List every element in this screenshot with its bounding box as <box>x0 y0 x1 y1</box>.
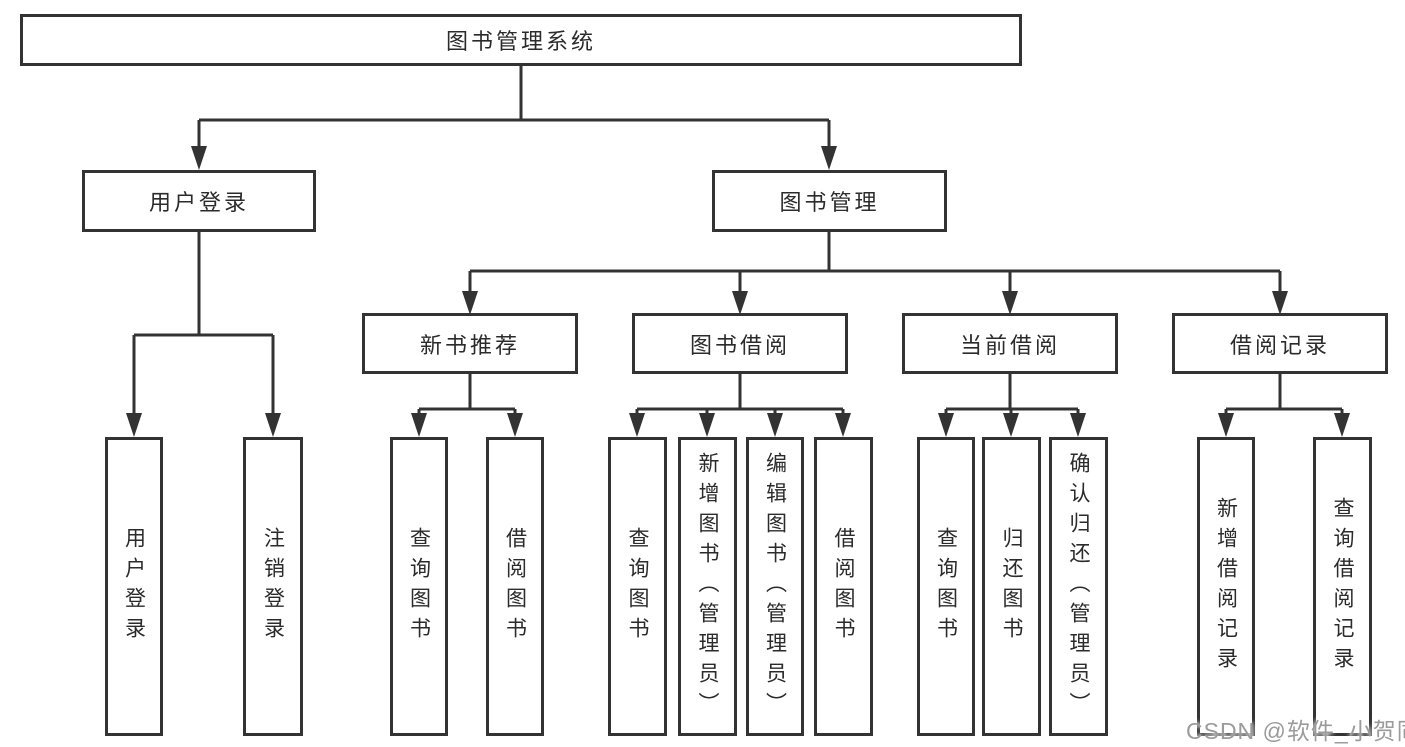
connector-book-management-arrows <box>462 291 1288 315</box>
leaf-label: 借阅图书 <box>503 526 527 647</box>
leaf-label: 确认归还（管理员） <box>1067 451 1090 722</box>
connector-root-to-level2 <box>197 66 831 148</box>
connector-borrowing-records-arrows <box>1218 413 1350 437</box>
leaf-query-borrow-record: 查询借阅记录 <box>1313 437 1372 736</box>
connector-new-book-recommendation-branch <box>417 374 517 415</box>
leaf-query-books-borrowing: 查询图书 <box>608 437 667 736</box>
leaf-label: 用户登录 <box>122 526 146 647</box>
leaf-query-books-current: 查询图书 <box>917 437 975 736</box>
leaf-logout: 注销登录 <box>243 437 303 736</box>
connector-borrowing-records-branch <box>1224 374 1344 415</box>
leaf-label: 注销登录 <box>261 526 285 647</box>
connector-current-borrowing-arrows <box>938 413 1086 437</box>
connector-root-to-level2-arrows <box>191 146 837 170</box>
node-book-management: 图书管理 <box>712 170 947 232</box>
leaf-return-books: 归还图书 <box>982 437 1041 736</box>
node-user-login: 用户登录 <box>82 170 316 232</box>
node-book-borrowing: 图书借阅 <box>632 313 848 374</box>
connector-book-borrowing-branch <box>635 374 845 415</box>
csdn-watermark: CSDN @软件_小贺同学 <box>1186 718 1405 744</box>
leaf-label: 查询图书 <box>407 526 431 647</box>
connector-current-borrowing-branch <box>944 374 1080 415</box>
leaf-label: 新增图书（管理员） <box>696 451 719 722</box>
leaf-label: 查询借阅记录 <box>1331 496 1354 677</box>
connector-user-login-branch <box>132 232 275 415</box>
connector-book-management-branch <box>468 232 1282 293</box>
leaf-query-books-recommend: 查询图书 <box>390 437 448 736</box>
leaf-label: 编辑图书（管理员） <box>763 451 787 722</box>
leaf-borrow-books: 借阅图书 <box>814 437 873 736</box>
leaf-label: 借阅图书 <box>832 526 855 647</box>
node-current-borrowing: 当前借阅 <box>902 313 1118 374</box>
leaf-edit-books-admin: 编辑图书（管理员） <box>746 437 804 736</box>
leaf-label: 归还图书 <box>1000 526 1023 647</box>
leaf-confirm-return-admin: 确认归还（管理员） <box>1049 437 1108 736</box>
leaf-label: 查询图书 <box>934 526 958 647</box>
connector-new-book-recommendation-arrows <box>411 413 523 437</box>
leaf-add-books-admin: 新增图书（管理员） <box>678 437 737 736</box>
leaf-add-borrow-record: 新增借阅记录 <box>1197 437 1255 736</box>
leaf-label: 新增借阅记录 <box>1214 496 1238 677</box>
node-library-management-system: 图书管理系统 <box>20 14 1022 66</box>
node-borrowing-records: 借阅记录 <box>1172 313 1388 374</box>
leaf-borrow-books-recommend: 借阅图书 <box>486 437 544 736</box>
leaf-user-login: 用户登录 <box>105 437 163 736</box>
connector-book-borrowing-arrows <box>629 413 851 437</box>
leaf-label: 查询图书 <box>626 526 649 647</box>
connector-user-login-arrows <box>126 413 281 437</box>
node-new-book-recommendation: 新书推荐 <box>362 313 578 374</box>
